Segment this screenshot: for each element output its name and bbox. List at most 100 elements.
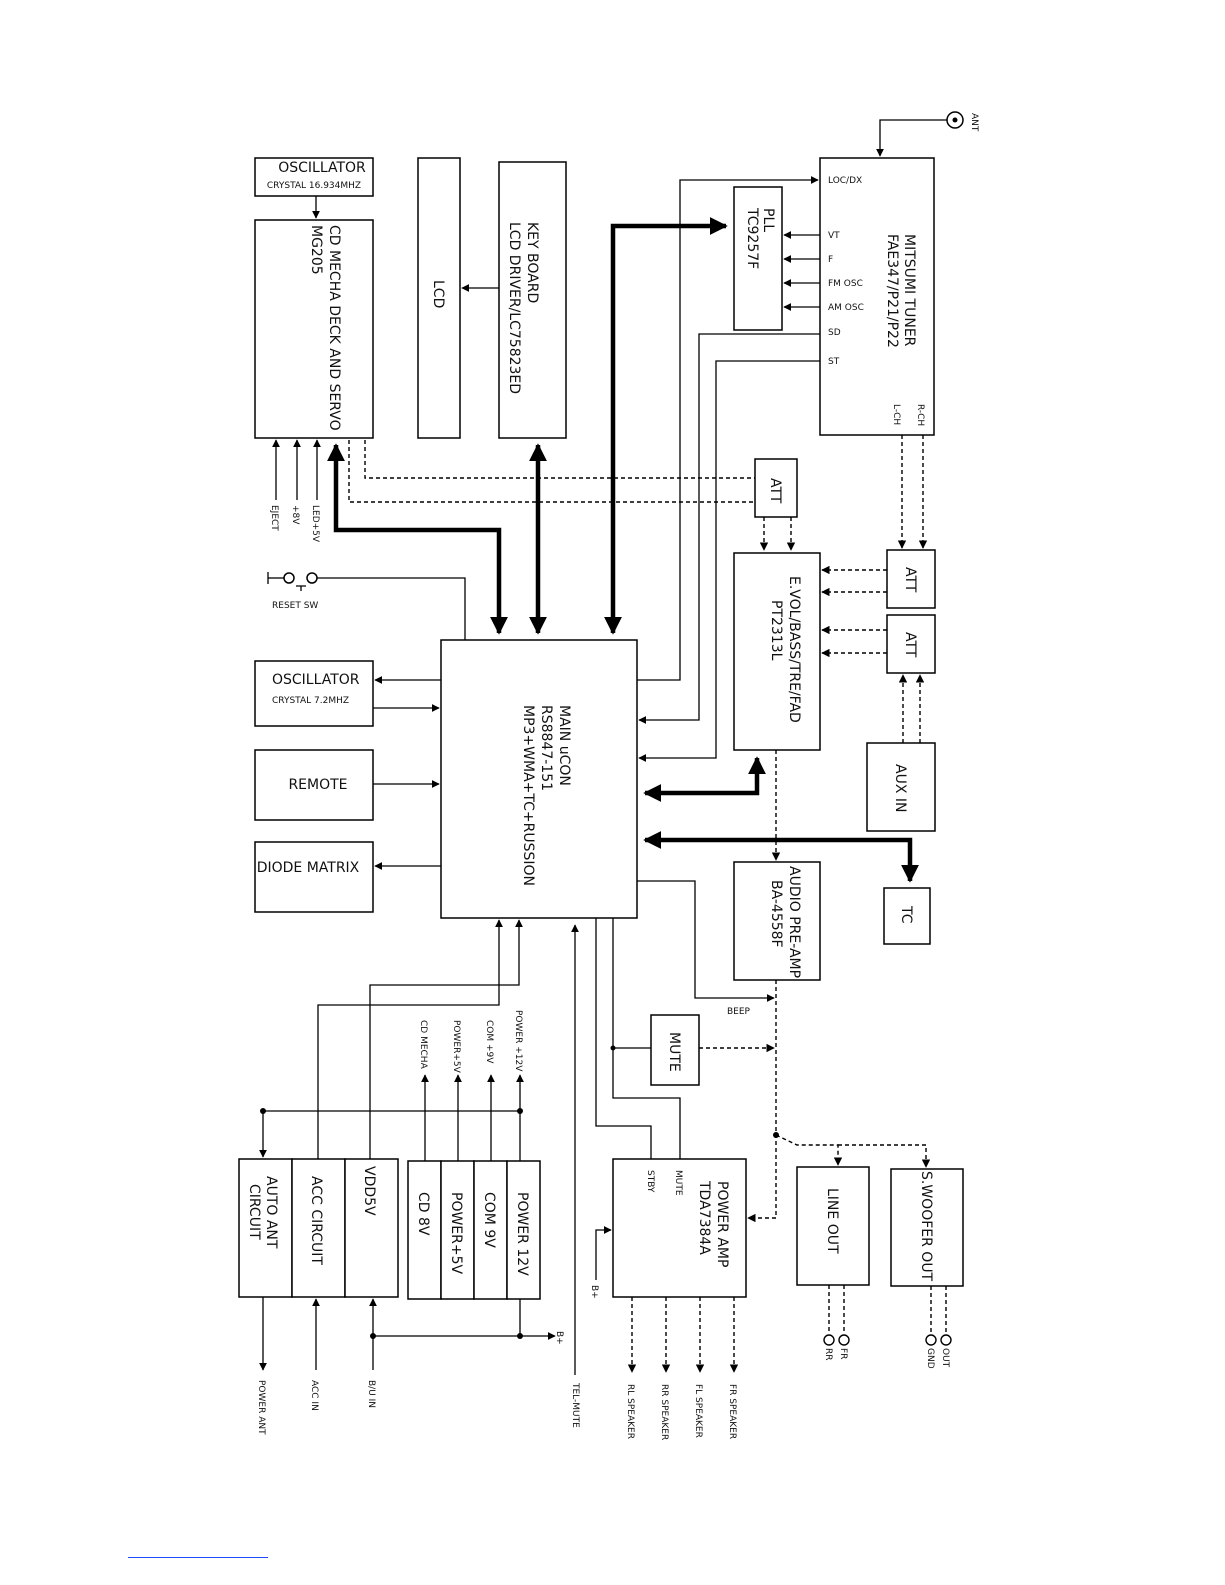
evol-title: E.VOL/BASS/TRE/FAD bbox=[786, 576, 802, 723]
audio-preamp-block: AUDIO PRE-AMP BA-4558F bbox=[733, 861, 821, 981]
remote-block: REMOTE bbox=[254, 749, 374, 821]
line-out-block: LINE OUT bbox=[796, 1166, 870, 1286]
eject-label: EJECT bbox=[269, 505, 279, 531]
cd8v-block: CD 8V bbox=[407, 1160, 442, 1300]
autoant-title: AUTO ANT bbox=[263, 1176, 279, 1249]
preamp-title: AUDIO PRE-AMP bbox=[786, 866, 802, 978]
bplus-label-2: B+ bbox=[589, 1285, 599, 1299]
pll-model: TC9257F bbox=[744, 207, 760, 269]
keyboard-block: KEY BOARD LCD DRIVER/LC75823ED bbox=[498, 161, 567, 439]
acc-circuit-block: ACC CIRCUIT bbox=[291, 1158, 346, 1298]
cdmecha-label: CD MECHA bbox=[418, 1020, 428, 1070]
plus8v-label: +8V bbox=[290, 505, 300, 525]
p12v-label: POWER 12V bbox=[514, 1192, 530, 1276]
mcu-title: MAIN uCON bbox=[556, 705, 572, 786]
att3-label: ATT bbox=[902, 632, 918, 658]
tuner-title: MITSUMI TUNER bbox=[901, 234, 917, 347]
pin-amosc: AM OSC bbox=[828, 303, 864, 313]
main-ucon-block: MAIN uCON RS8847-151 MP3+WMA+TC+RUSSION bbox=[440, 639, 638, 919]
p5v-label: POWER+5V bbox=[448, 1192, 464, 1275]
att2-label: ATT bbox=[902, 567, 918, 593]
preamp-model: BA-4558F bbox=[768, 880, 784, 948]
accin-label: ACC IN bbox=[309, 1380, 319, 1411]
aux-label: AUX IN bbox=[892, 764, 908, 812]
oscillator-7mhz-block: OSCILLATOR CRYSTAL 7.2MHZ bbox=[254, 660, 374, 727]
gnd-jack-label: GND bbox=[925, 1348, 935, 1369]
pin-sd: SD bbox=[828, 328, 841, 338]
antenna-symbol: ANT bbox=[876, 111, 979, 157]
pin-fmosc: FM OSC bbox=[828, 279, 863, 289]
cd-mecha-block: CD MECHA DECK AND SERVO MG205 bbox=[254, 219, 374, 439]
led5v-label: LED+5V bbox=[310, 505, 320, 543]
fr-jack-label: FR bbox=[838, 1348, 848, 1359]
poweramp-model: TDA7384A bbox=[696, 1180, 712, 1255]
connections: BEEP bbox=[259, 176, 952, 1375]
crystal2-label: CRYSTAL 7.2MHZ bbox=[272, 696, 349, 706]
aux-in-block: AUX IN bbox=[866, 742, 936, 832]
lcd-label: LCD bbox=[430, 280, 446, 308]
mute-label: MUTE bbox=[666, 1032, 682, 1072]
out-jack-label: OUT bbox=[940, 1348, 950, 1368]
tc-block: TC bbox=[883, 887, 931, 945]
com9v-block: COM 9V bbox=[473, 1160, 508, 1300]
pin-rch: R-CH bbox=[915, 404, 925, 426]
pll-title: PLL bbox=[760, 208, 776, 232]
oscillator2-title: OSCILLATOR bbox=[272, 672, 360, 688]
evol-model: PT2313L bbox=[768, 600, 784, 661]
evol-block: E.VOL/BASS/TRE/FAD PT2313L bbox=[733, 552, 821, 751]
att-block-2: ATT bbox=[886, 549, 936, 609]
poweramp-title: POWER AMP bbox=[714, 1181, 730, 1267]
pin-vt: VT bbox=[828, 231, 840, 241]
reset-switch: RESET SW bbox=[267, 572, 466, 640]
pin-lch: L-CH bbox=[891, 404, 901, 425]
autoant-sub: CIRCUIT bbox=[246, 1184, 262, 1240]
rl-speaker-label: RL SPEAKER bbox=[625, 1384, 635, 1439]
powerant-label: POWER ANT bbox=[256, 1380, 266, 1435]
oscillator-16mhz-block: OSCILLATOR CRYSTAL 16.934MHZ bbox=[254, 157, 374, 197]
telmute-label: TEL-MUTE bbox=[570, 1382, 580, 1428]
pll-block: PLL TC9257F bbox=[733, 186, 783, 331]
pin-locdx: LOC/DX bbox=[828, 176, 862, 186]
keyboard-model: LCD DRIVER/LC75823ED bbox=[506, 222, 522, 394]
att1-label: ATT bbox=[767, 478, 783, 504]
rr-speaker-label: RR SPEAKER bbox=[659, 1384, 669, 1440]
mute-block: MUTE bbox=[650, 1014, 700, 1086]
footer-link-underline bbox=[128, 1557, 268, 1558]
swoofer-out-block: S.WOOFER OUT bbox=[890, 1168, 964, 1287]
cd-mecha-title: CD MECHA DECK AND SERVO bbox=[326, 225, 342, 431]
power5v-label: POWER+5V bbox=[451, 1020, 461, 1074]
ant-label: ANT bbox=[969, 113, 979, 132]
keyboard-title: KEY BOARD bbox=[524, 222, 540, 303]
cd-mecha-model: MG205 bbox=[308, 225, 324, 275]
reset-label: RESET SW bbox=[272, 601, 318, 611]
diode-matrix-block: DIODE MATRIX bbox=[254, 841, 374, 913]
oscillator-title: OSCILLATOR bbox=[278, 160, 366, 176]
signal-labels: EJECT +8V LED+5V CD MECHA POWER+5V COM +… bbox=[256, 505, 950, 1440]
power5v-block: POWER+5V bbox=[440, 1160, 475, 1300]
beep-label: BEEP bbox=[727, 1007, 751, 1017]
vdd-label: VDD5V bbox=[361, 1166, 377, 1216]
pin-mute: MUTE bbox=[673, 1170, 683, 1196]
tuner-model: FAE347/P21/P22 bbox=[884, 234, 900, 348]
tuner-block: MITSUMI TUNER FAE347/P21/P22 LOC/DX VT F… bbox=[819, 157, 935, 436]
tc-label: TC bbox=[898, 905, 914, 924]
remote-label: REMOTE bbox=[288, 777, 347, 793]
auto-ant-block: AUTO ANT CIRCUIT bbox=[238, 1158, 293, 1298]
cd8v-label: CD 8V bbox=[415, 1192, 431, 1236]
lineout-label: LINE OUT bbox=[824, 1188, 840, 1254]
com9v-label: COM +9V bbox=[484, 1020, 494, 1064]
att-block-3: ATT bbox=[886, 614, 936, 674]
buin-label: B/U IN bbox=[366, 1380, 376, 1408]
mcu-model: RS8847-151 bbox=[538, 705, 554, 791]
crystal-label: CRYSTAL 16.934MHZ bbox=[267, 181, 361, 191]
power-amp-block: POWER AMP TDA7384A STBY MUTE bbox=[612, 1158, 747, 1298]
pin-f: F bbox=[828, 255, 833, 265]
diode-label: DIODE MATRIX bbox=[257, 860, 360, 876]
fr-speaker-label: FR SPEAKER bbox=[727, 1384, 737, 1439]
lcd-block: LCD bbox=[417, 157, 461, 439]
fl-speaker-label: FL SPEAKER bbox=[693, 1384, 703, 1438]
acc-label: ACC CIRCUIT bbox=[308, 1176, 324, 1265]
att-block-1: ATT bbox=[754, 458, 798, 518]
pin-st: ST bbox=[828, 357, 840, 367]
